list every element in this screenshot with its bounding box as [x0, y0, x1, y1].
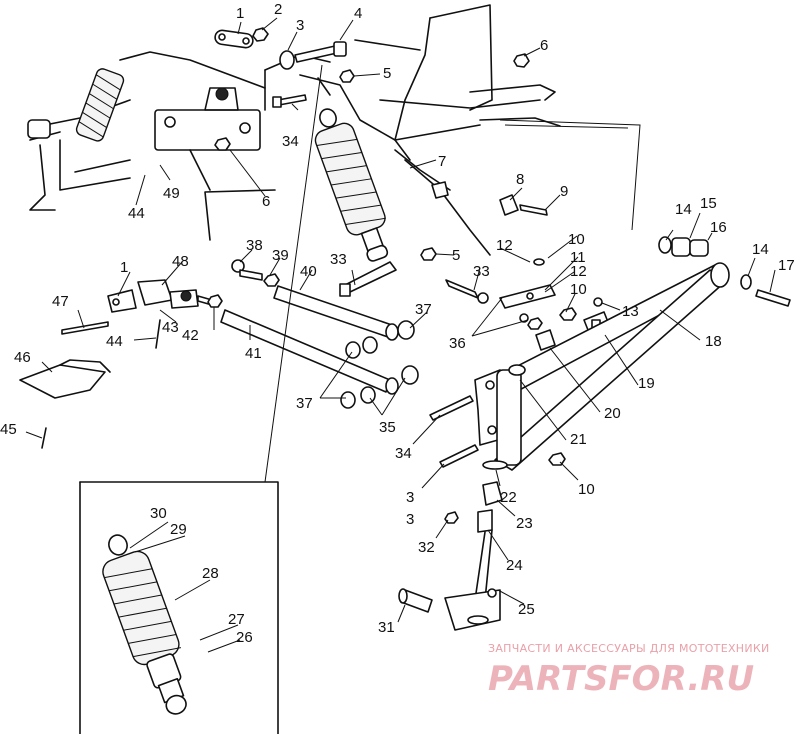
callout-43: 43	[162, 319, 179, 336]
callout-2: 2	[274, 1, 282, 18]
callout-42: 42	[182, 327, 199, 344]
callout-36: 36	[449, 335, 466, 352]
callout-21: 21	[570, 431, 587, 448]
callout-35: 35	[379, 419, 396, 436]
callout-14-top: 14	[675, 201, 692, 218]
callout-25: 25	[518, 601, 535, 618]
callout-45: 45	[0, 421, 17, 438]
callout-34-top: 34	[282, 133, 299, 150]
left-suspension-assembly	[27, 51, 266, 211]
callout-37-low: 37	[296, 395, 313, 412]
spindle-assembly	[398, 364, 526, 631]
callout-15: 15	[700, 195, 717, 212]
callout-34-low: 34	[395, 445, 412, 462]
watermark-logo: PARTSFOR.RU	[488, 659, 754, 699]
callout-3-b: 3	[406, 511, 414, 528]
callout-13: 13	[622, 303, 639, 320]
callout-9: 9	[560, 183, 568, 200]
callout-18: 18	[705, 333, 722, 350]
callout-1-left: 1	[120, 259, 128, 276]
callout-1-top: 1	[236, 5, 244, 22]
callout-14-right: 14	[752, 241, 769, 258]
callout-19: 19	[638, 375, 655, 392]
callout-10-mid: 10	[570, 281, 587, 298]
callout-10-low: 10	[578, 481, 595, 498]
callout-6-left: 6	[262, 193, 270, 210]
main-shock-absorber	[299, 74, 491, 297]
leader-lines	[25, 17, 776, 653]
callout-23: 23	[516, 515, 533, 532]
callout-12-mid: 12	[570, 263, 587, 280]
left-lower-parts	[19, 279, 223, 449]
callout-44-top: 44	[128, 205, 145, 222]
callout-7: 7	[438, 153, 446, 170]
callout-37-top: 37	[415, 301, 432, 318]
torque-rods	[220, 259, 479, 468]
watermark: ЗАПЧАСТИ И АКСЕССУАРЫ ДЛЯ МОТОТЕХНИКИ PA…	[488, 642, 770, 699]
callout-12-top: 12	[496, 237, 513, 254]
callout-47: 47	[52, 293, 69, 310]
callout-33-mid: 33	[473, 263, 490, 280]
top-hardware	[214, 27, 530, 151]
callout-26: 26	[236, 629, 253, 646]
callout-41: 41	[245, 345, 262, 362]
callout-24: 24	[506, 557, 523, 574]
watermark-caption: ЗАПЧАСТИ И АКСЕССУАРЫ ДЛЯ МОТОТЕХНИКИ	[488, 642, 770, 655]
callout-28: 28	[202, 565, 219, 582]
callout-5-top: 5	[383, 65, 391, 82]
callout-32: 32	[418, 539, 435, 556]
shock-detail-inset	[79, 64, 323, 734]
callout-3-top: 3	[296, 17, 304, 34]
callout-40: 40	[300, 263, 317, 280]
callout-27: 27	[228, 611, 245, 628]
callout-48: 48	[172, 253, 189, 270]
chassis-frame	[204, 4, 641, 241]
callout-5-mid: 5	[452, 247, 460, 264]
callout-20: 20	[604, 405, 621, 422]
callout-10-top: 10	[568, 231, 585, 248]
a-arm	[494, 236, 791, 471]
callout-22: 22	[500, 489, 517, 506]
callout-16: 16	[710, 219, 727, 236]
callout-labels: 1 2 3 4 5 6 34 7 49 6 44 8 9 14 15 16 38…	[0, 1, 795, 646]
callout-49: 49	[163, 185, 180, 202]
right-hardware	[445, 194, 613, 466]
callout-11: 11	[570, 249, 586, 266]
callout-38: 38	[246, 237, 263, 254]
callout-17: 17	[778, 257, 795, 274]
callout-44-left: 44	[106, 333, 123, 350]
callout-6-top: 6	[540, 37, 548, 54]
callout-8: 8	[516, 171, 524, 188]
callout-29: 29	[170, 521, 187, 538]
callout-39: 39	[272, 247, 289, 264]
callout-33-left: 33	[330, 251, 347, 268]
callout-4: 4	[354, 5, 362, 22]
callout-30: 30	[150, 505, 167, 522]
callout-31: 31	[378, 619, 395, 636]
callout-3-a: 3	[406, 489, 414, 506]
callout-46: 46	[14, 349, 31, 366]
